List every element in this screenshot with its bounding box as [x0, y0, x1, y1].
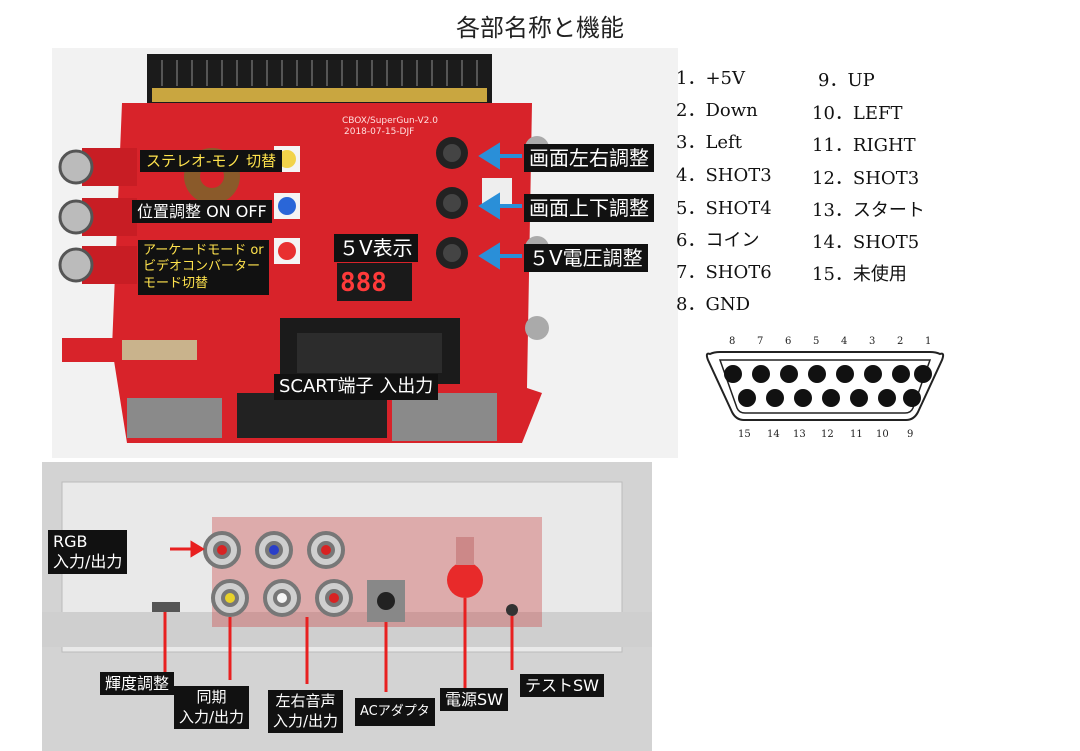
board-text: CBOX/SuperGun-V2.0 — [342, 116, 438, 126]
board-photo: CBOX/SuperGun-V2.0 2018-07-15-DJF 888 ステ… — [52, 48, 678, 458]
label-ac-adapter: ACアダプタ — [355, 698, 435, 726]
label-h-pos: 画面左右調整 — [524, 144, 654, 172]
seven-segment-display: 888 — [340, 268, 387, 298]
svg-text:13: 13 — [793, 429, 806, 440]
label-position: 位置調整 ON OFF — [132, 200, 272, 224]
label-5v-display: ５V表示 — [334, 234, 418, 262]
svg-text:15: 15 — [738, 429, 751, 440]
pin-item: 15．未使用 — [812, 264, 907, 285]
label-rgb: RGB 入力/出力 — [48, 530, 128, 574]
pin-item: 6．コイン — [676, 230, 760, 251]
pin-item: 12．SHOT3 — [812, 168, 920, 189]
pin-item: 11．RIGHT — [812, 135, 916, 156]
pin-item: 3．Left — [676, 132, 742, 153]
label-stereo-mono: ステレオ-モノ 切替 — [140, 150, 283, 172]
pin-item: 7．SHOT6 — [676, 262, 772, 283]
svg-text:11: 11 — [850, 429, 863, 440]
pin-item: 10．LEFT — [812, 103, 903, 124]
bottom-pin-numbers: 15 14 13 12 11 10 9 — [738, 429, 913, 440]
label-sync: 同期 入力/出力 — [174, 686, 250, 729]
pin-item: 5．SHOT4 — [676, 198, 772, 219]
pin-item: 2．Down — [676, 100, 758, 121]
svg-text:3: 3 — [869, 336, 875, 347]
label-scart: SCART端子 入出力 — [274, 374, 439, 400]
pin-item: 4．SHOT3 — [676, 165, 772, 186]
svg-text:9: 9 — [907, 429, 913, 440]
label-test-switch: テストSW — [520, 674, 604, 698]
label-v-pos: 画面上下調整 — [524, 194, 654, 222]
label-brightness: 輝度調整 — [100, 672, 175, 696]
svg-text:2: 2 — [897, 336, 903, 347]
svg-text:12: 12 — [821, 429, 834, 440]
label-5v-adjust: ５V電圧調整 — [524, 244, 648, 272]
pin-item: 1．+5V — [676, 68, 745, 89]
svg-text:5: 5 — [813, 336, 819, 347]
label-audio: 左右音声 入力/出力 — [268, 690, 344, 733]
svg-text:4: 4 — [841, 336, 847, 347]
label-power-switch: 電源SW — [440, 688, 508, 712]
dsub15-connector-diagram: 8 7 6 5 4 3 2 1 15 14 13 12 11 10 9 — [705, 336, 945, 440]
svg-text:7: 7 — [757, 336, 763, 347]
pin-item: 14．SHOT5 — [812, 232, 920, 253]
svg-text:10: 10 — [876, 429, 889, 440]
page-title: 各部名称と機能 — [456, 14, 624, 42]
top-pin-numbers: 8 7 6 5 4 3 2 1 — [729, 336, 931, 347]
label-arcade-mode: アーケードモード or ビデオコンバーター モード切替 — [138, 240, 269, 295]
svg-text:14: 14 — [767, 429, 780, 440]
svg-text:1: 1 — [925, 336, 931, 347]
svg-text:8: 8 — [729, 336, 735, 347]
case-photo: RGB 入力/出力 輝度調整 同期 入力/出力 左右音声 入力/出力 ACアダプ… — [42, 462, 652, 751]
svg-text:6: 6 — [785, 336, 791, 347]
pin-item: 8．GND — [676, 294, 751, 315]
case-illustration — [42, 462, 652, 751]
pin-item: 9．UP — [818, 70, 875, 91]
board-date: 2018-07-15-DJF — [344, 127, 414, 137]
pin-item: 13．スタート — [812, 200, 925, 221]
